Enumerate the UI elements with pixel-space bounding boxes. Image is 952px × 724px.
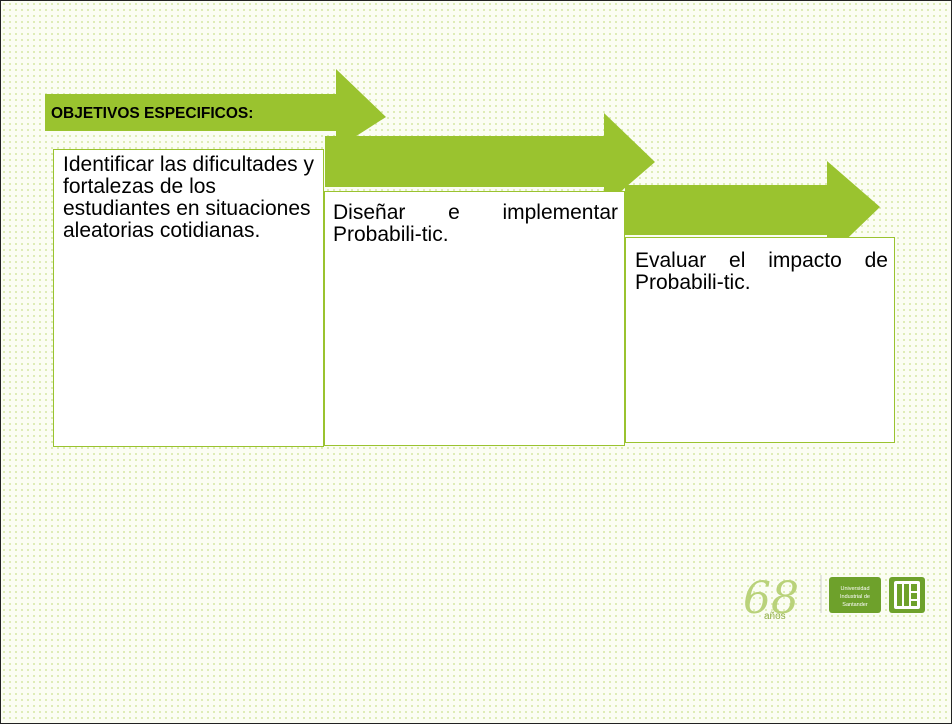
objective-text-3: Evaluar el impacto de Probabili-tic. [635, 249, 888, 294]
uis-emblem-icon [889, 577, 925, 613]
objectives-header: OBJETIVOS ESPECIFICOS: [51, 105, 254, 122]
logo-area: 68 años Universidad Industrial de Santan… [743, 569, 929, 624]
university-name-logo: Universidad Industrial de Santander [829, 577, 881, 613]
arrow-header [45, 69, 386, 149]
arrow-step-3 [625, 161, 880, 258]
objective-box-3: Evaluar el impacto de Probabili-tic. [625, 237, 895, 443]
objective-text-1: Identificar las dificultades y fortaleza… [63, 153, 314, 242]
objective-text-2: Diseñar e implementar Probabili-tic. [333, 201, 618, 246]
objective-box-2: Diseñar e implementar Probabili-tic. [324, 191, 625, 446]
university-name-line-3: Santander [842, 602, 868, 608]
anniversary-number: 68 [743, 573, 799, 621]
university-name-line-1: Universidad [840, 586, 869, 592]
anniversary-logo: 68 años [743, 573, 799, 624]
arrow-step-2 [325, 113, 655, 206]
university-name-line-2: Industrial de [840, 594, 870, 600]
objective-box-1: Identificar las dificultades y fortaleza… [53, 149, 324, 447]
university-logos: 68 años Universidad Industrial de Santan… [743, 573, 925, 624]
anniversary-word: años [764, 611, 786, 621]
